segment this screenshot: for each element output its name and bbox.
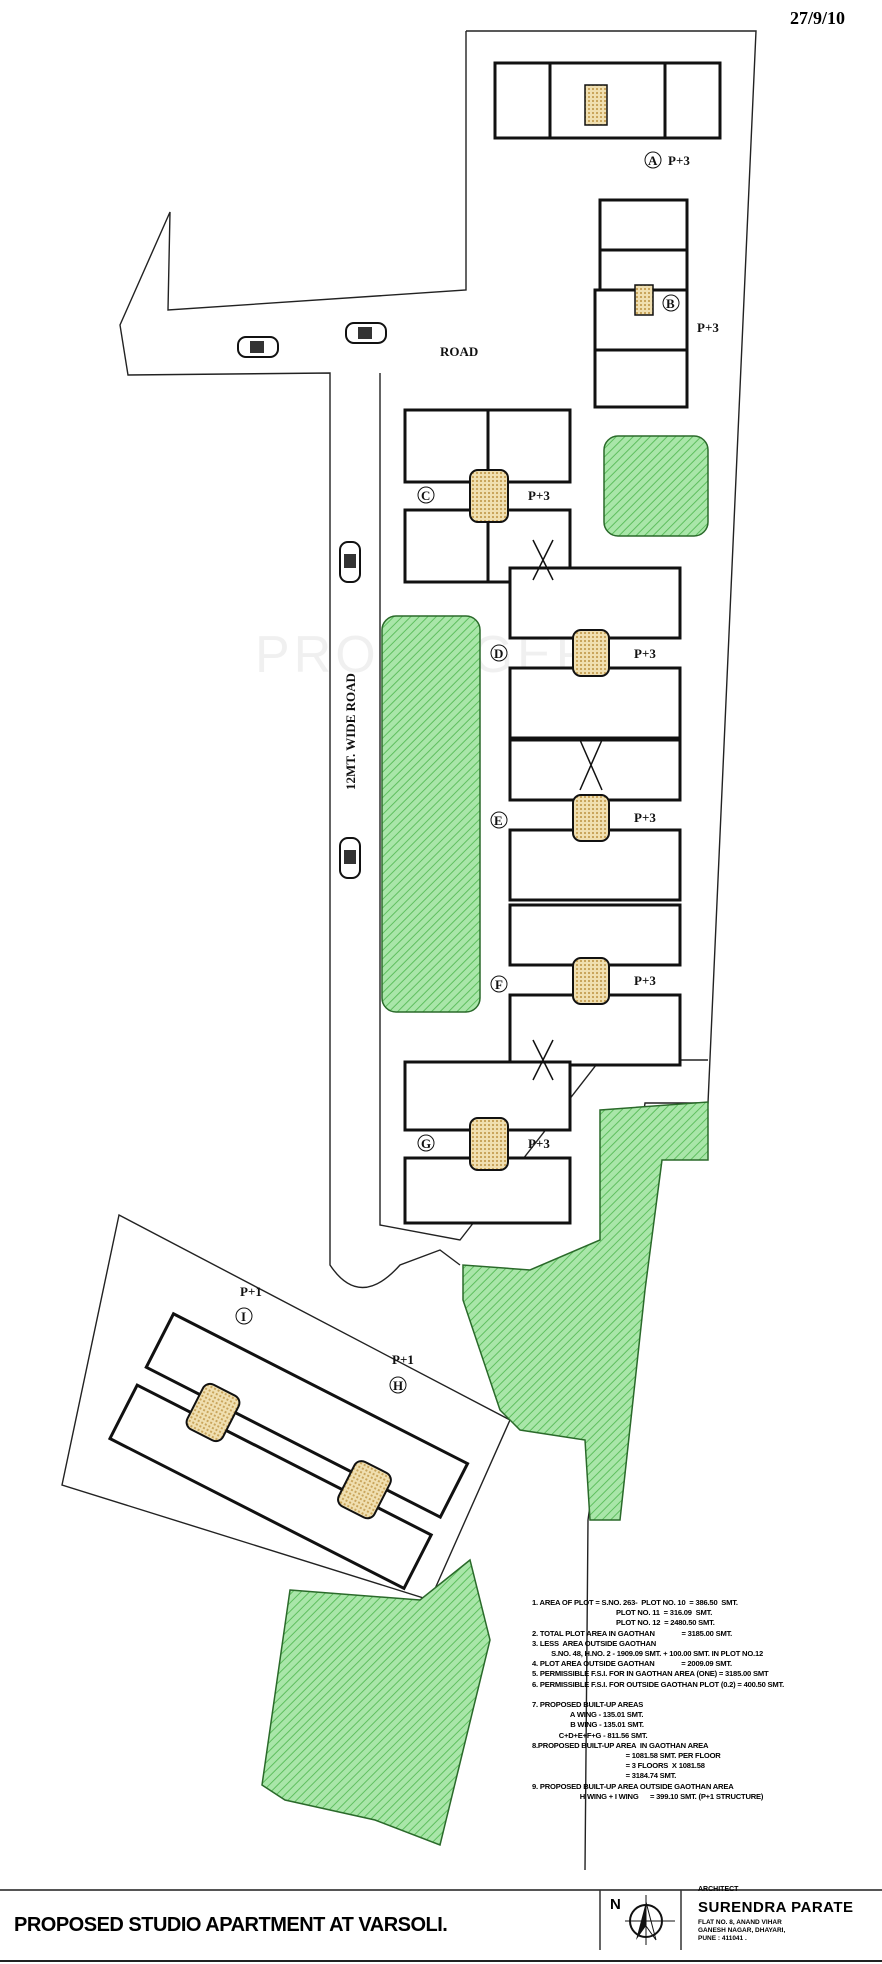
note-line: 5. PERMISSIBLE F.S.I. FOR IN GAOTHAN ARE…	[532, 1669, 769, 1679]
garden-area	[603, 435, 709, 537]
building-h-i	[107, 1311, 470, 1591]
north-label: N	[610, 1896, 621, 1913]
note-line: = 3 FLOORS X 1081.58	[532, 1761, 705, 1771]
note-line: 3. LESS AREA OUTSIDE GAOTHAN	[532, 1638, 657, 1648]
building-a	[493, 61, 722, 140]
architect-name: SURENDRA PARATE	[698, 1899, 854, 1916]
note-line: B WING - 135.01 SMT.	[532, 1720, 644, 1730]
road-label: ROAD	[440, 344, 478, 359]
note-line: PLOT NO. 11 = 316.09 SMT.	[532, 1608, 713, 1618]
note-line: 1. AREA OF PLOT = S.NO. 263- PLOT NO. 10…	[532, 1598, 738, 1607]
note-line: H WING + I WING = 399.10 SMT. (P+1 STRUC…	[532, 1791, 764, 1801]
car-icon	[345, 322, 387, 344]
note-line: 7. PROPOSED BUILT-UP AREAS	[532, 1700, 644, 1710]
svg-text:E: E	[494, 813, 503, 828]
svg-text:P+3: P+3	[528, 488, 550, 503]
svg-text:B: B	[666, 296, 675, 311]
garden-area	[381, 615, 481, 1013]
note-line: 4. PLOT AREA OUTSIDE GAOTHAN = 2009.09 S…	[532, 1659, 732, 1669]
svg-text:P+3: P+3	[697, 320, 719, 335]
note-line: PLOT NO. 12 = 2480.50 SMT.	[532, 1618, 715, 1628]
note-line: C+D+E+F+G - 811.56 SMT.	[532, 1730, 648, 1740]
svg-text:P+1: P+1	[240, 1284, 262, 1299]
svg-text:G: G	[421, 1136, 431, 1151]
building-def	[508, 539, 682, 1067]
architect-role: ARCHITECT	[698, 1886, 739, 1893]
svg-text:P+3: P+3	[634, 973, 656, 988]
note-line: = 3184.74 SMT.	[532, 1771, 677, 1781]
note-line: 9. PROPOSED BUILT-UP AREA OUTSIDE GAOTHA…	[532, 1781, 734, 1791]
building-g	[403, 1039, 572, 1225]
note-line: 8.PROPOSED BUILT-UP AREA IN GAOTHAN AREA	[532, 1740, 709, 1750]
svg-text:C: C	[421, 488, 430, 503]
area-statement-notes: 1. AREA OF PLOT = S.NO. 263- PLOT NO. 10…	[532, 1598, 877, 1802]
note-line: 6. PERMISSIBLE F.S.I. FOR OUTSIDE GAOTHA…	[532, 1679, 784, 1689]
svg-text:D: D	[494, 646, 503, 661]
address-line: FLAT NO. 8, ANAND VIHAR	[698, 1919, 782, 1926]
svg-text:P+3: P+3	[634, 810, 656, 825]
note-line: S.NO. 48, H.NO. 2 - 1909.09 SMT. + 100.0…	[532, 1649, 763, 1659]
architect-address: FLAT NO. 8, ANAND VIHAR GANESH NAGAR, DH…	[698, 1919, 854, 1943]
address-line: PUNE : 411041 .	[698, 1935, 747, 1942]
note-line: = 1081.58 SMT. PER FLOOR	[532, 1751, 721, 1761]
garden-area	[462, 1101, 709, 1521]
svg-text:H: H	[393, 1378, 403, 1393]
svg-text:P+3: P+3	[668, 153, 690, 168]
car-icon	[339, 541, 361, 583]
side-road-label: 12MT. WIDE ROAD	[343, 673, 358, 790]
address-line: GANESH NAGAR, DHAYARI,	[698, 1927, 786, 1934]
note-line	[532, 1690, 877, 1700]
drawing-title: PROPOSED STUDIO APARTMENT AT VARSOLI.	[14, 1914, 448, 1936]
svg-text:A: A	[648, 153, 658, 168]
car-icon	[339, 837, 361, 879]
note-line: 2. TOTAL PLOT AREA IN GAOTHAN = 3185.00 …	[532, 1628, 733, 1638]
svg-text:P+1: P+1	[392, 1352, 414, 1367]
car-icon	[237, 336, 279, 358]
building-c	[403, 408, 572, 584]
garden-area	[261, 1558, 491, 1847]
note-line: A WING - 135.01 SMT.	[532, 1710, 644, 1720]
north-arrow-icon	[625, 1895, 675, 1945]
svg-text:P+3: P+3	[528, 1136, 550, 1151]
svg-text:I: I	[241, 1309, 246, 1324]
architect-block: ARCHITECT SURENDRA PARATE FLAT NO. 8, AN…	[698, 1886, 854, 1943]
drawing-date: 27/9/10	[790, 8, 846, 28]
svg-text:P+3: P+3	[634, 646, 656, 661]
svg-text:F: F	[495, 977, 503, 992]
